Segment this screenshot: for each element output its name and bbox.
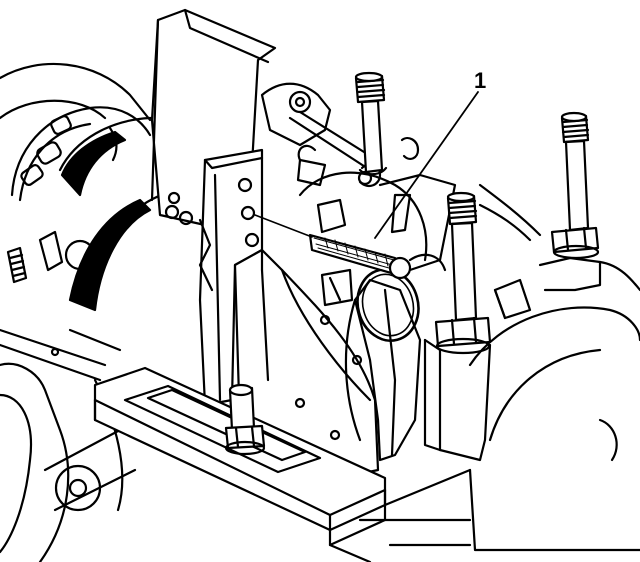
right-housing	[468, 256, 640, 552]
floor-rails	[328, 468, 472, 562]
alignment-pin-tool	[254, 214, 420, 342]
bracket-gusset	[233, 248, 380, 482]
crank-journal	[298, 136, 457, 307]
upper-stud-right	[550, 111, 600, 260]
vertical-l-bracket	[198, 148, 264, 407]
left-housing	[0, 62, 152, 562]
main-bearing-cap	[408, 183, 542, 462]
base-plate-bolt	[224, 383, 266, 456]
crankshaft-drum	[58, 116, 182, 352]
center-stud	[434, 191, 492, 355]
upper-stud-left	[354, 71, 388, 176]
left-stud	[6, 246, 28, 284]
callout-leader	[374, 91, 479, 239]
callout-label-1: 1	[474, 68, 487, 93]
lower-left-mount	[0, 328, 137, 512]
